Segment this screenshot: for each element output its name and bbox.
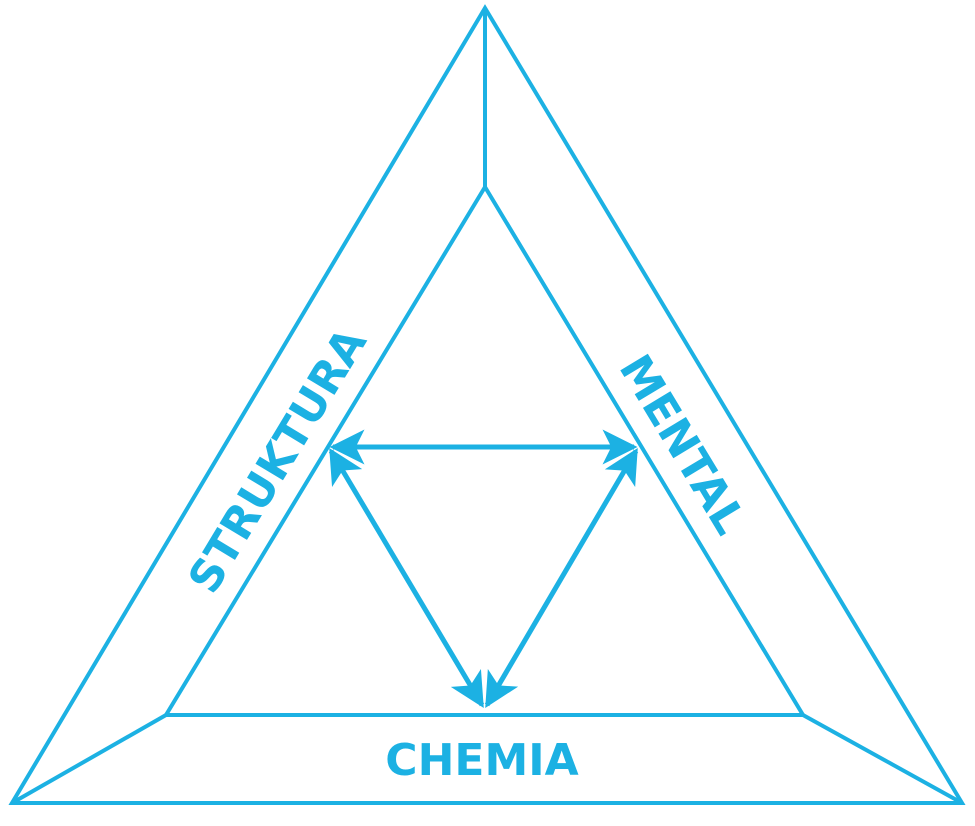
arrow-mental-chemia [484, 447, 639, 709]
label-struktura: STRUKTURA [179, 319, 377, 601]
arrow-struktura-chemia [328, 447, 485, 709]
bottom-right-connector [802, 713, 963, 805]
outer-triangle [8, 4, 966, 805]
inner-triangle [162, 183, 807, 717]
bottom-left-connector [11, 713, 167, 805]
label-chemia: CHEMIA [385, 735, 578, 786]
